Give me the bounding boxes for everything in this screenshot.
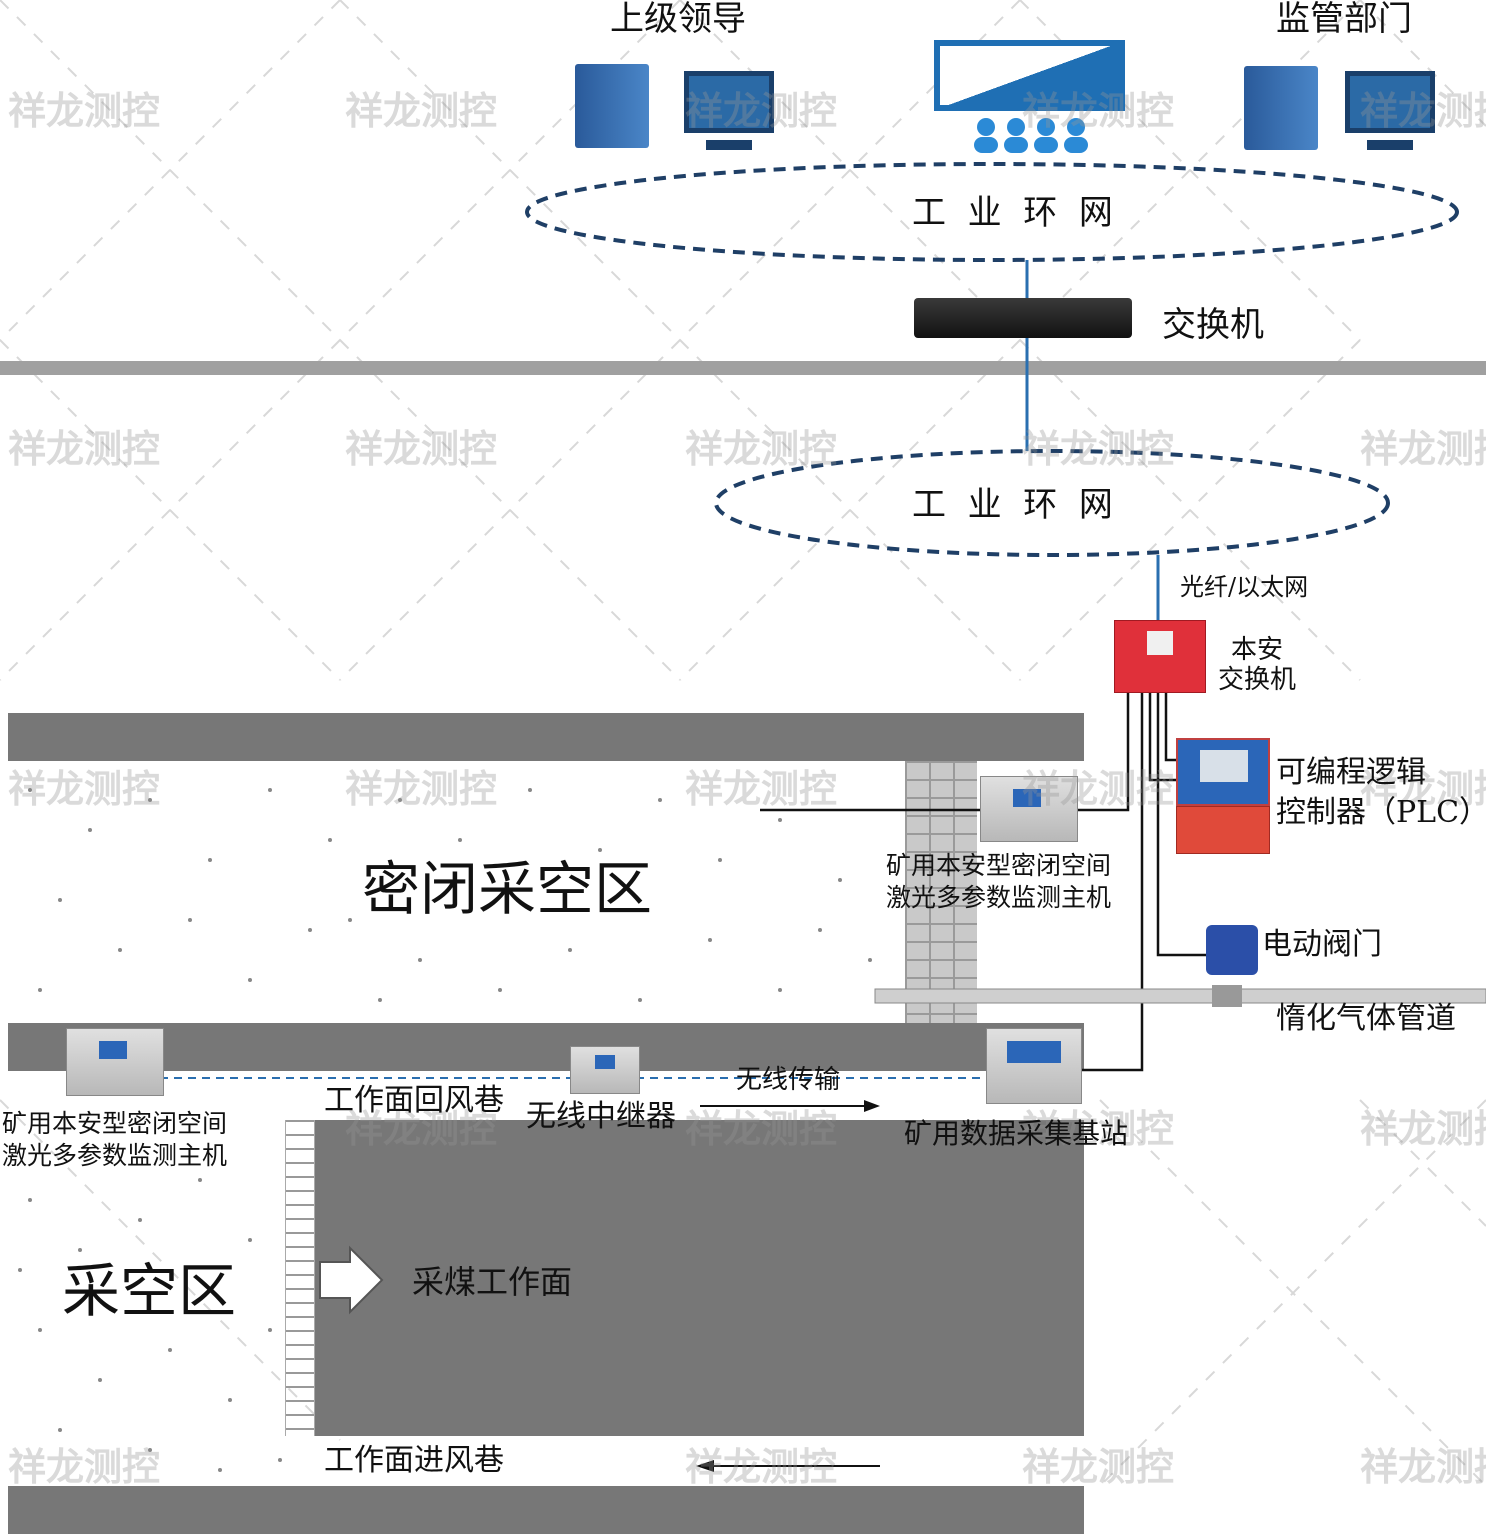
- switch-label: 交换机: [1162, 306, 1264, 345]
- safe-switch-device: [1114, 620, 1206, 693]
- plc-label-line2: 控制器（PLC）: [1276, 796, 1486, 831]
- coal-face-label: 采煤工作面: [412, 1264, 572, 1301]
- goaf-label: 采空区: [62, 1258, 236, 1325]
- plc-device: [1176, 738, 1270, 806]
- base-station-label: 矿用数据采集基站: [904, 1118, 1128, 1150]
- wireless-label: 无线传输: [736, 1066, 840, 1096]
- base-station-device: [986, 1028, 1082, 1104]
- safe-switch-label: 本安 交换机: [1218, 636, 1296, 696]
- sealed-goaf-label: 密闭采空区: [362, 856, 652, 923]
- ring-network-label-2: 工 业 环 网: [912, 486, 1113, 525]
- repeater-label: 无线中继器: [526, 1100, 676, 1135]
- plc-label-line1: 可编程逻辑: [1276, 756, 1426, 791]
- electric-valve-icon: [1206, 925, 1258, 975]
- wireless-repeater-device: [570, 1046, 640, 1094]
- return-airway-label: 工作面回风巷: [324, 1084, 504, 1119]
- monitor-host-right: [980, 776, 1078, 842]
- pipe-label: 惰化气体管道: [1276, 1002, 1456, 1037]
- network-switch-icon: [914, 298, 1132, 338]
- valve-label: 电动阀门: [1262, 928, 1382, 963]
- monitor-right-label-line2: 激光多参数监测主机: [886, 884, 1111, 913]
- supervision-label: 监管部门: [1276, 0, 1412, 39]
- monitor-left-label-line2: 激光多参数监测主机: [2, 1142, 227, 1171]
- monitor-right-label-line1: 矿用本安型密闭空间: [886, 852, 1111, 881]
- monitor-left-label-line1: 矿用本安型密闭空间: [2, 1110, 227, 1139]
- ring-network-label-1: 工 业 环 网: [912, 194, 1113, 233]
- monitor-host-left: [66, 1028, 164, 1096]
- intake-airway-label: 工作面进风巷: [324, 1444, 504, 1479]
- fiber-label: 光纤/以太网: [1180, 574, 1308, 602]
- plc-lower-cabinet: [1176, 806, 1270, 854]
- superior-label: 上级领导: [610, 0, 746, 39]
